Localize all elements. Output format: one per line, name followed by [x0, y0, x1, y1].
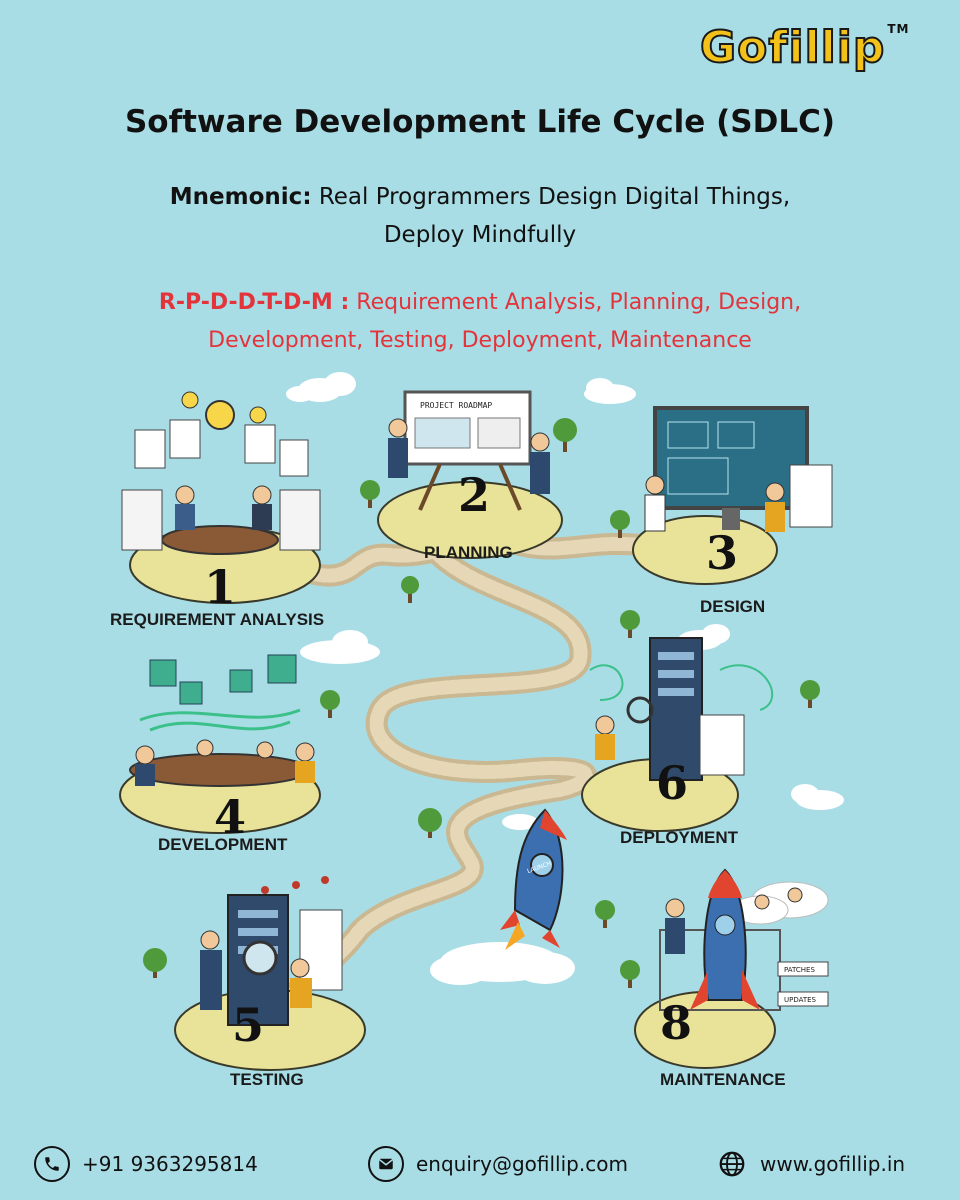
roadmap-board-text: PROJECT ROADMAP	[420, 401, 492, 410]
stage-label-maintenance: MAINTENANCE	[660, 1070, 786, 1089]
contact-website[interactable]: www.gofillip.in	[716, 1142, 905, 1186]
trees	[143, 418, 820, 988]
stage-number-5: 5	[232, 998, 265, 1052]
stage-number-2: 2	[458, 468, 491, 522]
sdlc-illustration: PROJECT ROADMAP	[119, 372, 844, 1071]
requirement-analysis-scene	[121, 391, 321, 555]
email-icon	[368, 1146, 404, 1182]
brand-name: Gofillip	[699, 21, 886, 74]
phone-icon	[34, 1146, 70, 1182]
launch-rocket: LAUNCH	[430, 808, 575, 985]
design-scene	[644, 406, 833, 532]
acronym-label: R-P-D-D-T-D-M :	[158, 290, 350, 315]
stage-number-4: 4	[214, 790, 247, 844]
stage-label-development: DEVELOPMENT	[158, 835, 288, 854]
stage-label-design: DESIGN	[700, 597, 766, 616]
clouds	[286, 372, 844, 830]
mnemonic-phrase: Real Programmers Design Digital Things, …	[318, 184, 791, 248]
stage-number-8: 8	[660, 996, 693, 1050]
acronym-phrase: Requirement Analysis, Planning, Design, …	[208, 290, 802, 353]
stage-number-3: 3	[706, 526, 739, 580]
phone-number: +91 9363295814	[82, 1152, 258, 1176]
platform-3	[632, 515, 778, 585]
maintenance-scene: PATCHES UPDATES	[659, 868, 829, 1011]
development-scene	[129, 654, 315, 787]
contact-email[interactable]: enquiry@gofillip.com	[368, 1142, 628, 1186]
mnemonic-label: Mnemonic:	[169, 184, 312, 210]
stage-label-testing: TESTING	[230, 1070, 304, 1089]
deployment-scene	[589, 637, 774, 781]
stage-label-planning: PLANNING	[424, 543, 513, 562]
stage-label-requirement-analysis: REQUIREMENT ANALYSIS	[110, 610, 325, 629]
stage-number-1: 1	[204, 560, 237, 614]
patches-sign-text: PATCHES	[784, 966, 815, 974]
website-url: www.gofillip.in	[760, 1152, 906, 1176]
updates-sign-text: UPDATES	[784, 996, 817, 1004]
trademark-mark: TM	[887, 22, 910, 36]
stage-number-6: 6	[656, 756, 689, 810]
mnemonic-text: Mnemonic: Real Programmers Design Digita…	[140, 178, 820, 254]
stage-label-deployment: DEPLOYMENT	[620, 828, 739, 847]
email-address: enquiry@gofillip.com	[416, 1152, 628, 1176]
planning-scene: PROJECT ROADMAP	[388, 390, 550, 511]
contact-phone[interactable]: +91 9363295814	[34, 1142, 258, 1186]
page-title: Software Development Life Cycle (SDLC)	[124, 104, 836, 140]
globe-icon	[716, 1148, 748, 1180]
acronym-text: R-P-D-D-T-D-M : Requirement Analysis, Pl…	[80, 284, 880, 360]
testing-scene	[200, 876, 343, 1026]
